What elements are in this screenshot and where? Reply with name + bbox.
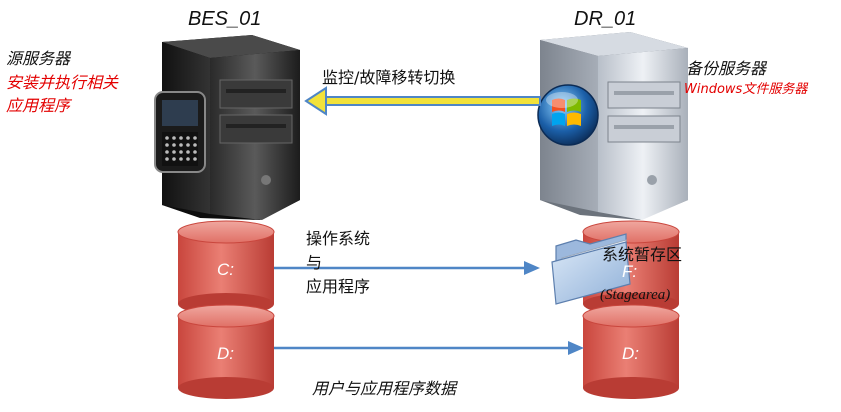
folder-icon [551, 233, 631, 305]
source-server-desc-line1: 安装并执行相关 [6, 73, 119, 92]
user-data-replication-arrow [274, 341, 584, 355]
source-disk-d-label: D: [217, 344, 234, 363]
os-app-label-line1: 操作系统 [306, 229, 371, 248]
source-disk-c-label: C: [217, 260, 234, 279]
windows-logo-icon [537, 84, 599, 146]
source-server-title: BES_01 [188, 8, 262, 30]
backup-disk-d-label: D: [622, 344, 639, 363]
monitor-failover-arrow [304, 86, 541, 116]
source-disk-c [177, 220, 275, 315]
backup-server-role: 备份服务器 [686, 59, 767, 78]
backup-disk-f-label: F: [622, 262, 638, 281]
source-server-desc-line2: 应用程序 [6, 96, 71, 115]
stage-area-sublabel: (Stagearea) [600, 287, 671, 303]
stage-area-label: 系统暂存区 [602, 245, 683, 264]
backup-server-icon [540, 32, 688, 220]
monitor-failover-label: 监控/故障移转切换 [322, 68, 456, 87]
os-app-label-line3: 应用程序 [306, 277, 371, 296]
os-app-replication-arrow [274, 261, 540, 275]
source-server-role: 源服务器 [6, 49, 71, 68]
user-data-label: 用户与应用程序数据 [312, 379, 457, 398]
os-app-label-line2: 与 [306, 253, 323, 272]
backup-server-desc: Windows文件服务器 [684, 82, 808, 97]
smartphone-icon [154, 91, 206, 173]
backup-disk-d [582, 304, 680, 399]
source-disk-d [177, 304, 275, 399]
backup-server-title: DR_01 [574, 8, 637, 30]
